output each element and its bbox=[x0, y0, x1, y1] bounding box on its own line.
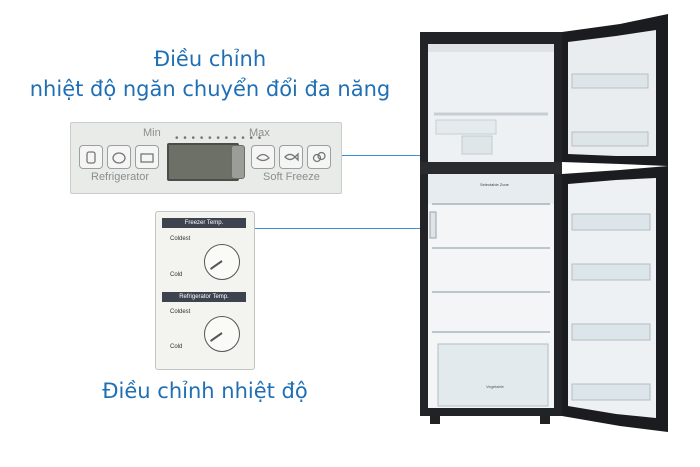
control-panel: Min Max • • • • • • • • • • • Refrigerat… bbox=[70, 122, 342, 194]
panel-soft-freeze-label: Soft Freeze bbox=[263, 171, 320, 183]
refrigerator-cold-label: Cold bbox=[170, 344, 183, 350]
caption-top: Điều chỉnh nhiệt độ ngăn chuyển đổi đa n… bbox=[10, 44, 410, 104]
freezer-temp-header: Freezer Temp. bbox=[162, 218, 246, 228]
food-box-icon bbox=[140, 153, 154, 163]
fish-icon bbox=[284, 152, 299, 162]
caption-bottom: Điều chỉnh nhiệt độ bbox=[102, 379, 308, 403]
freezer-coldest-label: Coldest bbox=[170, 236, 191, 242]
caption-top-line1: Điều chỉnh bbox=[153, 47, 267, 71]
panel-max-label: Max bbox=[249, 127, 270, 139]
refrigerator-image: Selectable Zone Vegetable bbox=[420, 14, 668, 432]
frozen-food-icon bbox=[312, 151, 326, 163]
selectable-zone-label: Selectable Zone bbox=[480, 182, 510, 187]
jar-icon bbox=[112, 152, 126, 164]
bottle-button[interactable] bbox=[79, 145, 103, 169]
refrigerator-temp-dial[interactable] bbox=[204, 316, 240, 352]
fish-button[interactable] bbox=[279, 145, 303, 169]
freezer-cold-label: Cold bbox=[170, 272, 183, 278]
bottle-icon bbox=[86, 151, 96, 164]
food-box-button[interactable] bbox=[135, 145, 159, 169]
leader-line-top bbox=[340, 155, 490, 156]
dial-control-card: Freezer Temp. Coldest Cold Refrigerator … bbox=[155, 211, 255, 370]
selectable-zone bbox=[428, 174, 554, 204]
refrigerator-temp-header: Refrigerator Temp. bbox=[162, 292, 246, 302]
refrigerator-coldest-label: Coldest bbox=[170, 309, 191, 315]
panel-refrigerator-label: Refrigerator bbox=[91, 171, 150, 183]
leader-line-bottom bbox=[253, 228, 431, 229]
temperature-display bbox=[167, 143, 239, 181]
caption-top-line2: nhiệt độ ngăn chuyển đổi đa năng bbox=[29, 77, 391, 101]
jar-button[interactable] bbox=[107, 145, 131, 169]
meat-icon bbox=[256, 153, 270, 162]
meat-button[interactable] bbox=[251, 145, 275, 169]
select-button[interactable] bbox=[231, 145, 245, 179]
vegetable-label: Vegetable bbox=[486, 384, 505, 389]
level-dots: • • • • • • • • • • • bbox=[175, 133, 263, 144]
frozen-food-button[interactable] bbox=[307, 145, 331, 169]
vegetable-drawer bbox=[437, 343, 549, 407]
freezer-temp-dial[interactable] bbox=[204, 244, 240, 280]
panel-min-label: Min bbox=[143, 127, 161, 139]
